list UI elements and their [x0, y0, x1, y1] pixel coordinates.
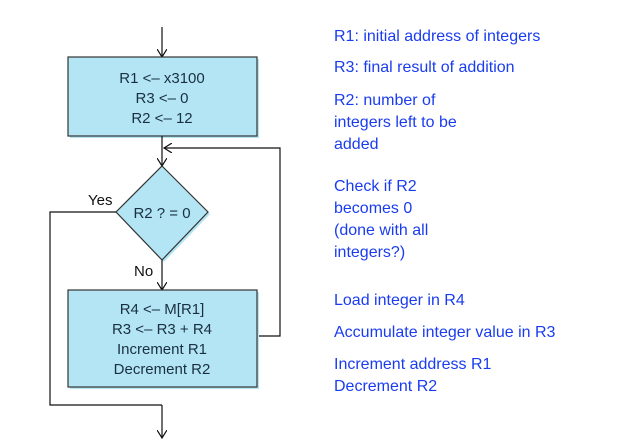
loop-line: R3 <– R3 + R4 — [112, 321, 212, 338]
init-line: R3 <– 0 — [136, 90, 189, 107]
annotation-line: Accumulate integer value in R3 — [334, 324, 556, 341]
annotation-accumulate: Accumulate integer value in R3 — [334, 322, 555, 344]
loop-line: Increment R1 — [117, 341, 207, 358]
annotation-check: Check if R2 becomes 0 (done with all int… — [334, 176, 428, 264]
yes-path-line — [49, 211, 162, 406]
annotation-line: R1: initial address of integers — [334, 28, 541, 45]
init-line: R2 <– 12 — [131, 110, 192, 127]
yes-label: Yes — [88, 192, 112, 209]
annotation-line: becomes 0 — [334, 200, 413, 217]
annotation-load: Load integer in R4 — [334, 290, 465, 312]
loop-line: R4 <– M[R1] — [120, 301, 205, 318]
loop-back-line — [164, 148, 281, 337]
decision-diamond: R2 ? = 0 — [115, 165, 210, 262]
annotation-line: Decrement R2 — [334, 378, 438, 395]
no-label: No — [134, 263, 153, 280]
annotation-line: (done with all — [334, 222, 429, 239]
annotation-r2: R2: number of integers left to be added — [334, 90, 457, 156]
init-line: R1 <– x3100 — [119, 70, 204, 87]
annotation-line: added — [334, 136, 379, 153]
annotation-line: R2: number of — [334, 92, 436, 109]
annotation-line: Increment address R1 — [334, 356, 492, 373]
annotation-increment-decrement: Increment address R1 Decrement R2 — [334, 354, 491, 398]
annotation-line: Check if R2 — [334, 178, 417, 195]
annotation-line: integers?) — [334, 244, 406, 261]
loop-body-box: R4 <– M[R1] R3 <– R3 + R4 Increment R1 D… — [67, 289, 259, 389]
loop-line: Decrement R2 — [114, 361, 211, 378]
annotation-line: integers left to be — [334, 114, 457, 131]
annotation-line: Load integer in R4 — [334, 292, 465, 309]
annotation-line: R3: final result of addition — [334, 59, 515, 76]
decision-text: R2 ? = 0 — [133, 205, 190, 222]
init-box: R1 <– x3100 R3 <– 0 R2 <– 12 — [67, 56, 259, 138]
annotation-r1: R1: initial address of integers — [334, 26, 540, 48]
annotation-r3: R3: final result of addition — [334, 57, 515, 79]
